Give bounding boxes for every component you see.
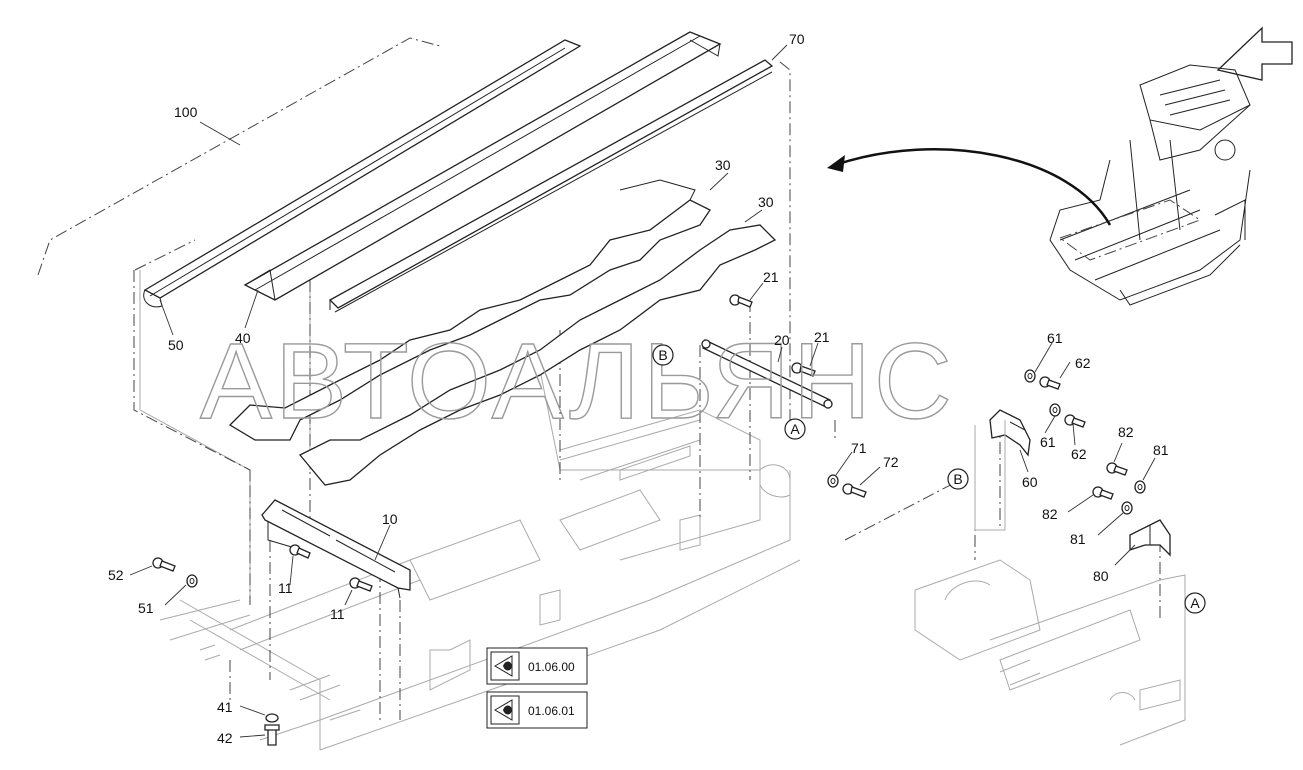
detail-marker-a-left: A [784,418,806,440]
callout-62-lower: 62 [1071,446,1087,462]
callout-82-lower: 82 [1042,506,1058,522]
callout-10: 10 [382,511,398,527]
profile-rail-50 [143,39,582,308]
view-reference-code: 01.06.01 [528,704,575,718]
callout-52: 52 [108,567,124,583]
washer-61-lower [1049,403,1061,417]
callout-82-upper: 82 [1118,424,1134,440]
rod-20 [701,339,833,409]
callout-71: 71 [851,440,867,456]
bracket-60 [989,409,1031,457]
callout-42: 42 [217,730,233,746]
detail-marker-b-right: B [947,468,969,490]
svg-text:B: B [953,471,962,487]
machine-overview-illustration [827,26,1293,306]
leader-lines [129,44,1156,738]
callout-61-upper: 61 [1047,330,1063,346]
washer-41 [265,713,279,723]
callout-21-lower: 21 [814,329,830,345]
view-reference-01-06-00[interactable]: 01.06.00 [486,647,588,685]
watermark-text: АВТОАЛЬЯНС [200,320,955,441]
screw-11-right [349,577,373,592]
callout-21-upper: 21 [763,269,779,285]
bolt-42 [264,724,280,746]
callout-62-upper: 62 [1075,355,1091,371]
svg-text:A: A [1190,595,1200,611]
cover-mat-30-lower [298,224,777,486]
callout-51: 51 [138,600,154,616]
slotted-plate-10 [261,499,411,599]
profile-rail-40 [243,31,722,301]
bolt-72 [842,483,867,498]
callout-100: 100 [174,104,198,120]
callout-70: 70 [789,31,805,47]
bolt-82-lower [1092,486,1114,500]
view-reference-code: 01.06.00 [528,660,575,674]
washer-81-lower [1121,501,1133,515]
callout-40: 40 [235,330,251,346]
bolt-21-lower [791,362,816,377]
callout-81-upper: 81 [1153,442,1169,458]
callout-30-lower: 30 [758,194,774,210]
bolt-62-lower [1064,414,1086,428]
washer-71 [827,474,839,488]
callout-72: 72 [883,454,899,470]
callout-30-upper: 30 [715,157,731,173]
washer-61-upper [1024,369,1036,383]
callout-labels: 100 70 30 30 50 40 21 20 21 61 62 61 62 … [108,31,1169,746]
bolt-52 [152,557,176,572]
callout-20: 20 [774,332,790,348]
callout-61-lower: 61 [1040,434,1056,450]
bolt-62-upper [1039,376,1061,390]
callout-81-lower: 81 [1070,531,1086,547]
svg-text:B: B [658,347,667,363]
right-frame-background [914,420,1186,746]
washer-81-upper [1134,480,1146,494]
bolt-21-upper [729,294,753,308]
screw-11-left [289,544,311,559]
washer-51 [186,574,198,588]
view-reference-01-06-01[interactable]: 01.06.01 [486,691,588,729]
callout-80: 80 [1093,568,1109,584]
detail-marker-b-left: B [652,344,674,366]
callout-50: 50 [168,337,184,353]
callout-11-left: 11 [278,580,293,596]
cover-mat-30-upper [228,179,711,441]
callout-11-right: 11 [330,606,345,622]
eye-view-icon [494,655,513,677]
bracket-80 [1129,519,1171,557]
profile-rail-70 [328,59,774,313]
eye-view-icon [494,699,513,721]
bolt-82-upper [1106,462,1128,476]
detail-marker-a-right: A [1184,592,1206,614]
svg-text:A: A [790,421,800,437]
callout-41: 41 [217,699,233,715]
callout-60: 60 [1022,474,1038,490]
